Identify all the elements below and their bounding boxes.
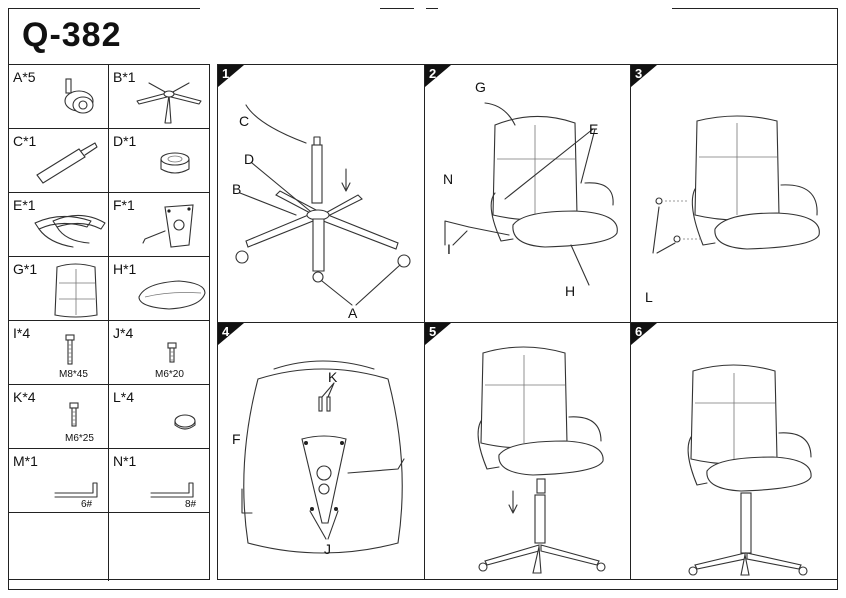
part-callout: N [443, 171, 454, 187]
part-label: J*4 [113, 325, 134, 341]
part-cell-k: K*4 M6*25 [9, 385, 109, 449]
step-2-panel: 2 G E N I H [425, 65, 631, 323]
part-label: I*4 [13, 325, 31, 341]
part-label: D*1 [113, 133, 137, 149]
bolt-m8-drawing [65, 334, 75, 365]
seat-drawing [138, 280, 206, 310]
part-cell-m: M*1 6# [9, 449, 109, 513]
part-label: L*4 [113, 389, 135, 405]
mechanism-mount-drawing [241, 360, 405, 554]
step-5-panel: 5 [425, 323, 631, 579]
step-badge: 2 [425, 65, 451, 87]
part-cell-empty [109, 513, 209, 581]
part-cell-c: C*1 [9, 129, 109, 193]
gas-lift-drawing [36, 142, 98, 184]
part-cell-empty [9, 513, 109, 581]
step-3-panel: 3 L [631, 65, 837, 323]
star-base-drawing [136, 82, 202, 124]
key-size-label: 6# [81, 499, 93, 510]
hex-key-6-drawing [54, 482, 98, 498]
part-callout: G [475, 79, 486, 95]
part-cell-l: L*4 [109, 385, 209, 449]
part-label: B*1 [113, 69, 136, 85]
step-number: 5 [429, 324, 437, 339]
tilt-mechanism-drawing [142, 204, 194, 248]
step-badge: 3 [631, 65, 657, 87]
step-badge: 5 [425, 323, 451, 345]
base-assembly-drawing [235, 104, 411, 306]
armrests-drawing [34, 214, 106, 248]
part-cell-j: J*4 M6*20 [109, 321, 209, 385]
bolt-m6-20-drawing [167, 342, 177, 363]
part-cell-d: D*1 [109, 129, 209, 193]
part-callout: A [348, 305, 358, 321]
step-badge: 6 [631, 323, 657, 345]
step-4-panel: 4 K F J [218, 323, 425, 579]
part-label: A*5 [13, 69, 36, 85]
part-cell-n: N*1 8# [109, 449, 209, 513]
top-gap [200, 7, 380, 9]
step-number: 2 [429, 66, 437, 81]
part-cell-a: A*5 [9, 65, 109, 129]
step-badge: 4 [218, 323, 244, 345]
parts-list: A*5 B*1 C*1 D*1 [8, 64, 210, 581]
part-cell-e: E*1 [9, 193, 109, 257]
cover-ring-drawing [160, 152, 190, 174]
seat-back-armrest-drawing [444, 102, 618, 286]
part-label: K*4 [13, 389, 36, 405]
part-callout: B [232, 181, 242, 197]
bolt-m6-25-drawing [69, 402, 79, 427]
part-cell-i: I*4 M8*45 [9, 321, 109, 385]
caster-wheel-drawing [64, 78, 94, 114]
part-label: C*1 [13, 133, 37, 149]
bolt-size-label: M6*20 [155, 369, 184, 380]
part-label: G*1 [13, 261, 38, 277]
part-callout: I [447, 241, 451, 257]
step-1-panel: 1 C D B A [218, 65, 425, 323]
cap-drawing [174, 414, 196, 430]
step-6-panel: 6 [631, 323, 837, 579]
part-cell-f: F*1 [109, 193, 209, 257]
backrest-drawing [54, 263, 98, 318]
step-number: 6 [635, 324, 643, 339]
part-label: H*1 [113, 261, 137, 277]
part-callout: C [239, 113, 250, 129]
hex-key-8-drawing [150, 482, 194, 498]
step-number: 4 [222, 324, 230, 339]
step-number: 1 [222, 66, 230, 81]
top-gap [414, 7, 426, 9]
key-size-label: 8# [185, 499, 197, 510]
finished-chair-drawing [687, 364, 812, 576]
part-label: F*1 [113, 197, 135, 213]
part-callout: D [244, 151, 255, 167]
part-cell-b: B*1 [109, 65, 209, 129]
part-label: N*1 [113, 453, 137, 469]
seat-on-base-drawing [477, 346, 606, 574]
step-number: 3 [635, 66, 643, 81]
part-label: M*1 [13, 453, 38, 469]
part-cell-h: H*1 [109, 257, 209, 321]
part-callout: L [645, 289, 653, 305]
part-callout: K [328, 369, 338, 385]
part-label: E*1 [13, 197, 36, 213]
top-gap [438, 7, 672, 9]
bolt-size-label: M8*45 [59, 369, 88, 380]
bolt-size-label: M6*25 [65, 433, 94, 444]
part-cell-g: G*1 [9, 257, 109, 321]
part-callout: F [232, 431, 241, 447]
part-callout: J [324, 541, 331, 557]
assembly-steps: 1 C D B A 2 [217, 64, 838, 580]
step-badge: 1 [218, 65, 244, 87]
cap-fitting-drawing [652, 115, 820, 254]
part-callout: E [589, 121, 599, 137]
page-title: Q-382 [22, 16, 122, 54]
part-callout: H [565, 283, 576, 299]
